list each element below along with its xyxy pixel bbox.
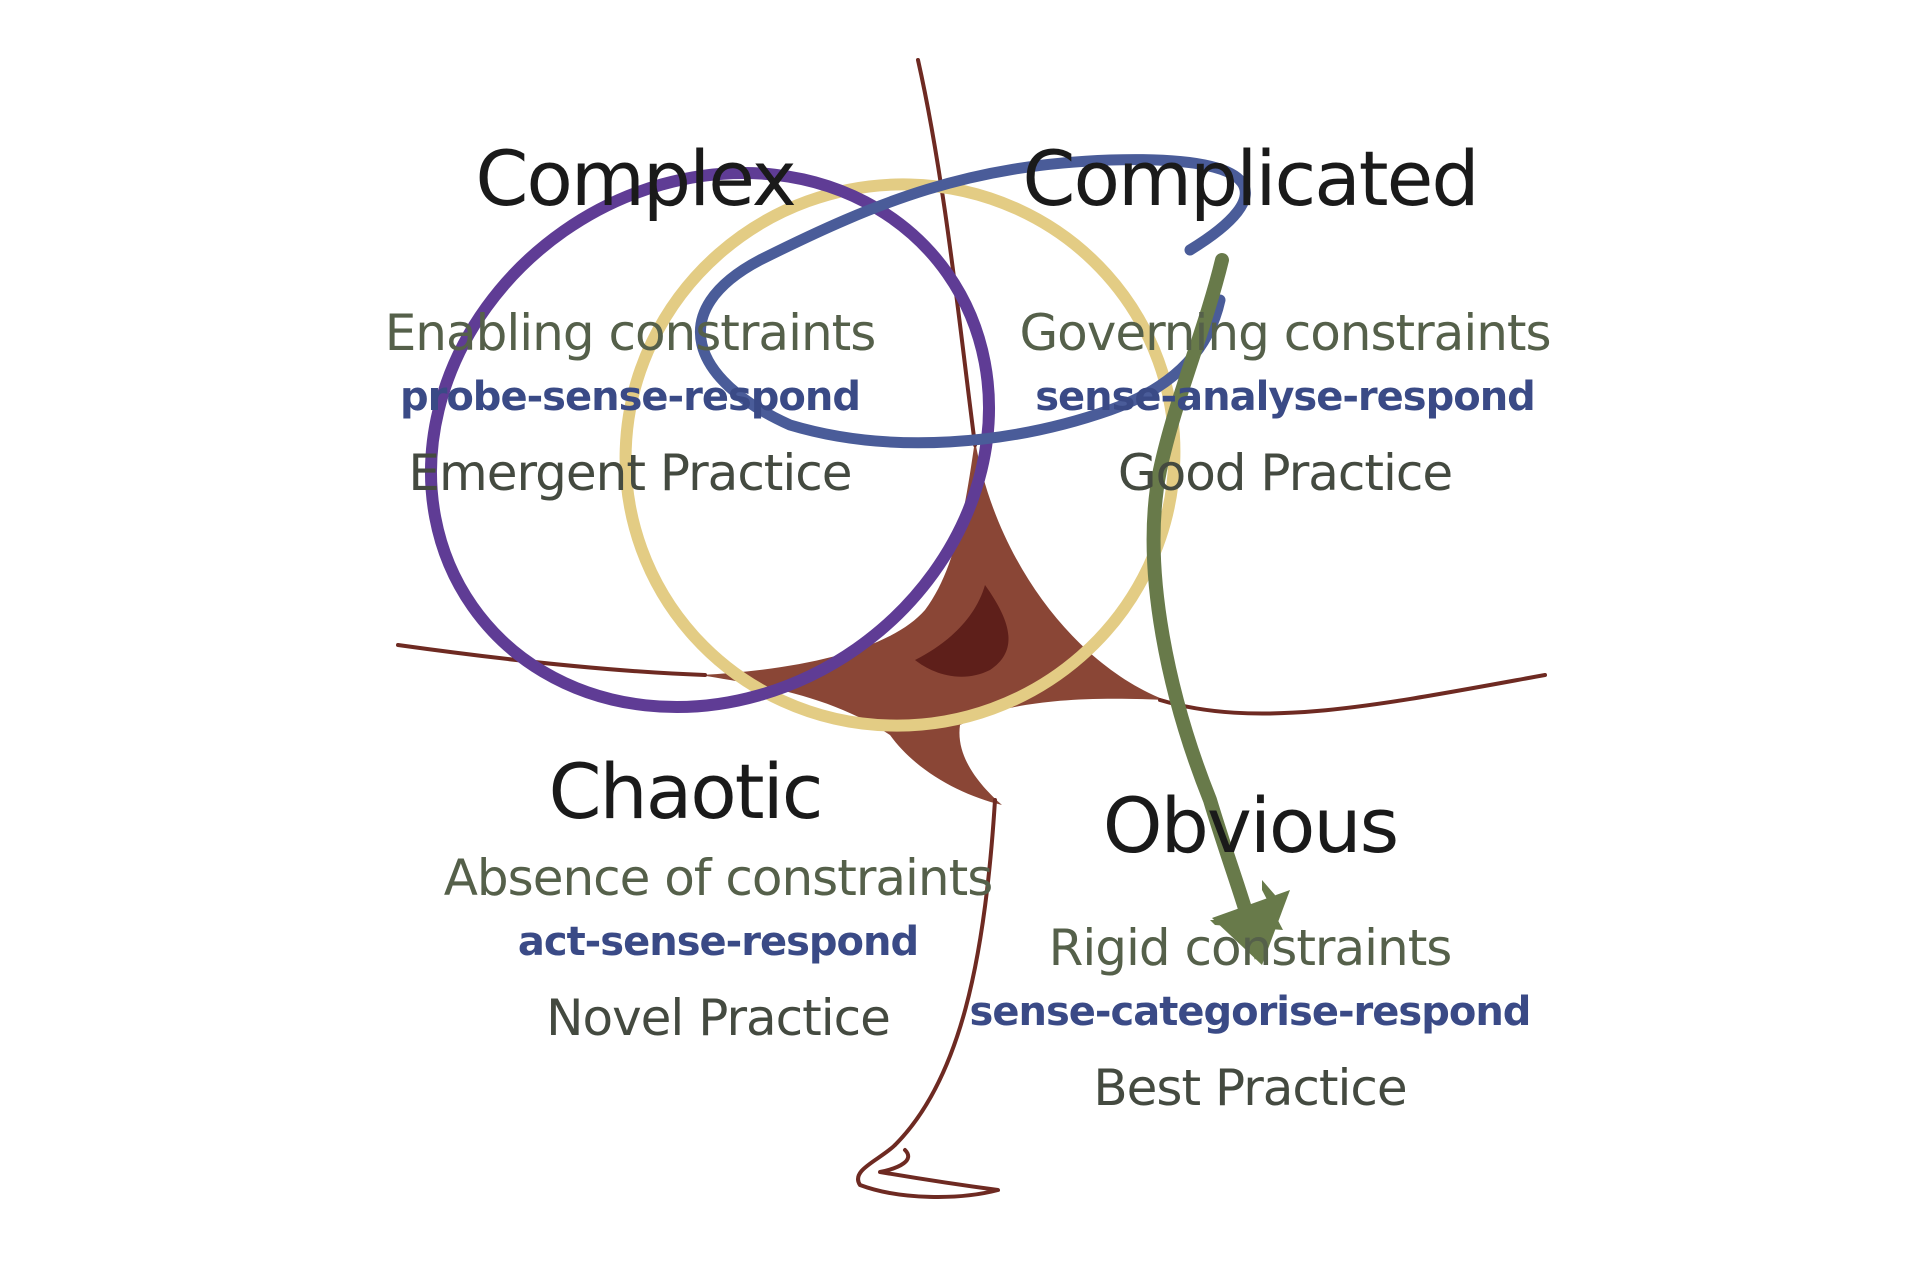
complex-title: Complex	[475, 134, 794, 223]
complicated-title: Complicated	[1022, 134, 1477, 223]
complicated-constraints: Governing constraints	[1019, 304, 1550, 362]
cliff-fold	[856, 1143, 1000, 1199]
chaotic-method: act-sense-respond	[518, 919, 918, 965]
boundary-top	[916, 58, 977, 447]
green-arrow-shaft	[1146, 253, 1257, 932]
obvious-practice: Best Practice	[1093, 1059, 1406, 1117]
boundary-right	[1158, 673, 1547, 716]
green-arrow	[1146, 253, 1290, 965]
domain-obvious: Obvious Rigid constraints sense-categori…	[970, 781, 1532, 1117]
complex-method: probe-sense-respond	[400, 374, 860, 420]
boundary-bottom	[893, 798, 997, 1147]
disorder-center-shape	[700, 440, 1165, 805]
boundary-left	[396, 643, 707, 677]
chaotic-title: Chaotic	[548, 747, 821, 836]
obvious-method: sense-categorise-respond	[970, 989, 1531, 1035]
obvious-title: Obvious	[1103, 781, 1397, 870]
complicated-practice: Good Practice	[1118, 444, 1452, 502]
domain-chaotic: Chaotic Absence of constraints act-sense…	[444, 747, 994, 1047]
complex-constraints: Enabling constraints	[385, 304, 876, 362]
complicated-method: sense-analyse-respond	[1035, 374, 1535, 420]
complex-practice: Emergent Practice	[408, 444, 851, 502]
chaotic-practice: Novel Practice	[546, 989, 890, 1047]
obvious-constraints: Rigid constraints	[1049, 919, 1452, 977]
domain-complicated: Complicated Governing constraints sense-…	[1019, 134, 1551, 502]
chaotic-constraints: Absence of constraints	[444, 849, 993, 907]
domain-boundaries	[396, 58, 1547, 1199]
purple-loop	[425, 166, 995, 714]
domain-complex: Complex Enabling constraints probe-sense…	[385, 134, 877, 502]
disorder-core	[915, 585, 1009, 677]
green-arrow-head-main	[1212, 890, 1290, 965]
yellow-loop	[619, 178, 1181, 732]
blue-loop	[695, 154, 1251, 449]
